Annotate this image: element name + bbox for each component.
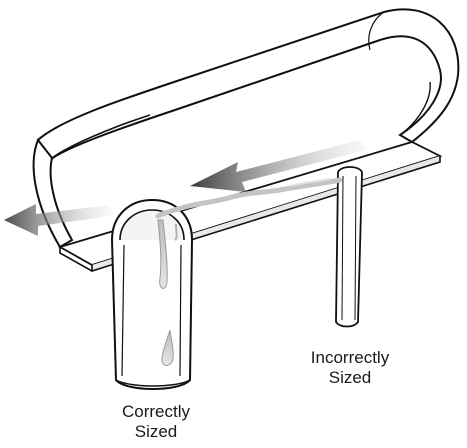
flow-arrow-exit [4,204,112,236]
incorrectly-sized-label: Incorrectly Sized [290,348,410,388]
incorrectly-sized-line1: Incorrectly [310,348,390,367]
correctly-sized-label: Correctly Sized [96,402,216,442]
correctly-sized-line2: Sized [134,422,178,441]
flow-arrow-upper [190,140,366,192]
correct-downspout [110,198,194,390]
incorrectly-sized-line2: Sized [328,368,372,387]
correctly-sized-line1: Correctly [121,402,190,421]
incorrect-downspout [335,166,363,328]
water-drops [157,219,178,366]
gutter-body [32,8,460,249]
water-stream [155,177,343,219]
